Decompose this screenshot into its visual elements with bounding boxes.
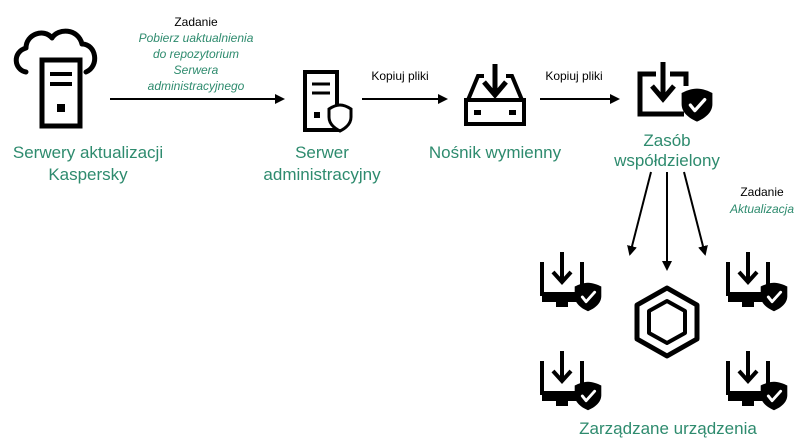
task1-line2: do repozytorium [153,47,239,61]
copy2-label: Kopiuj pliki [545,69,602,83]
task1-header: Zadanie [174,15,218,29]
shared-folder-icon [637,62,715,124]
security-center-hexagon-icon [634,285,700,359]
node-label-managed-devices: Zarządzane urządzenia [579,419,757,438]
task2-name: Aktualizacja [729,202,794,216]
node-label-shared-line2: współdzielony [613,151,720,170]
arrow-down-right [683,171,708,256]
admin-server-icon [303,70,353,133]
arrow-down-left [627,171,652,256]
node-label-kaspersky-line2: Kaspersky [48,165,128,184]
managed-device-icon [728,351,787,410]
node-label-kaspersky-line1: Serwery aktualizacji [13,143,163,162]
task1-line1: Pobierz uaktualnienia [139,31,254,45]
managed-device-icon [542,351,601,410]
managed-device-icon [542,252,601,311]
copy1-label: Kopiuj pliki [371,69,428,83]
node-label-removable-media: Nośnik wymienny [429,143,562,162]
node-label-shared-line1: Zasób [643,131,690,150]
removable-drive-icon [464,64,526,126]
task1-line4: administracyjnego [148,79,245,93]
managed-device-icon [728,252,787,311]
node-label-admin-line2: administracyjny [263,165,381,184]
task1-line3: Serwera [174,63,219,77]
task2-header: Zadanie [740,185,784,199]
cloud-server-icon [13,28,98,129]
node-label-admin-line1: Serwer [295,143,349,162]
